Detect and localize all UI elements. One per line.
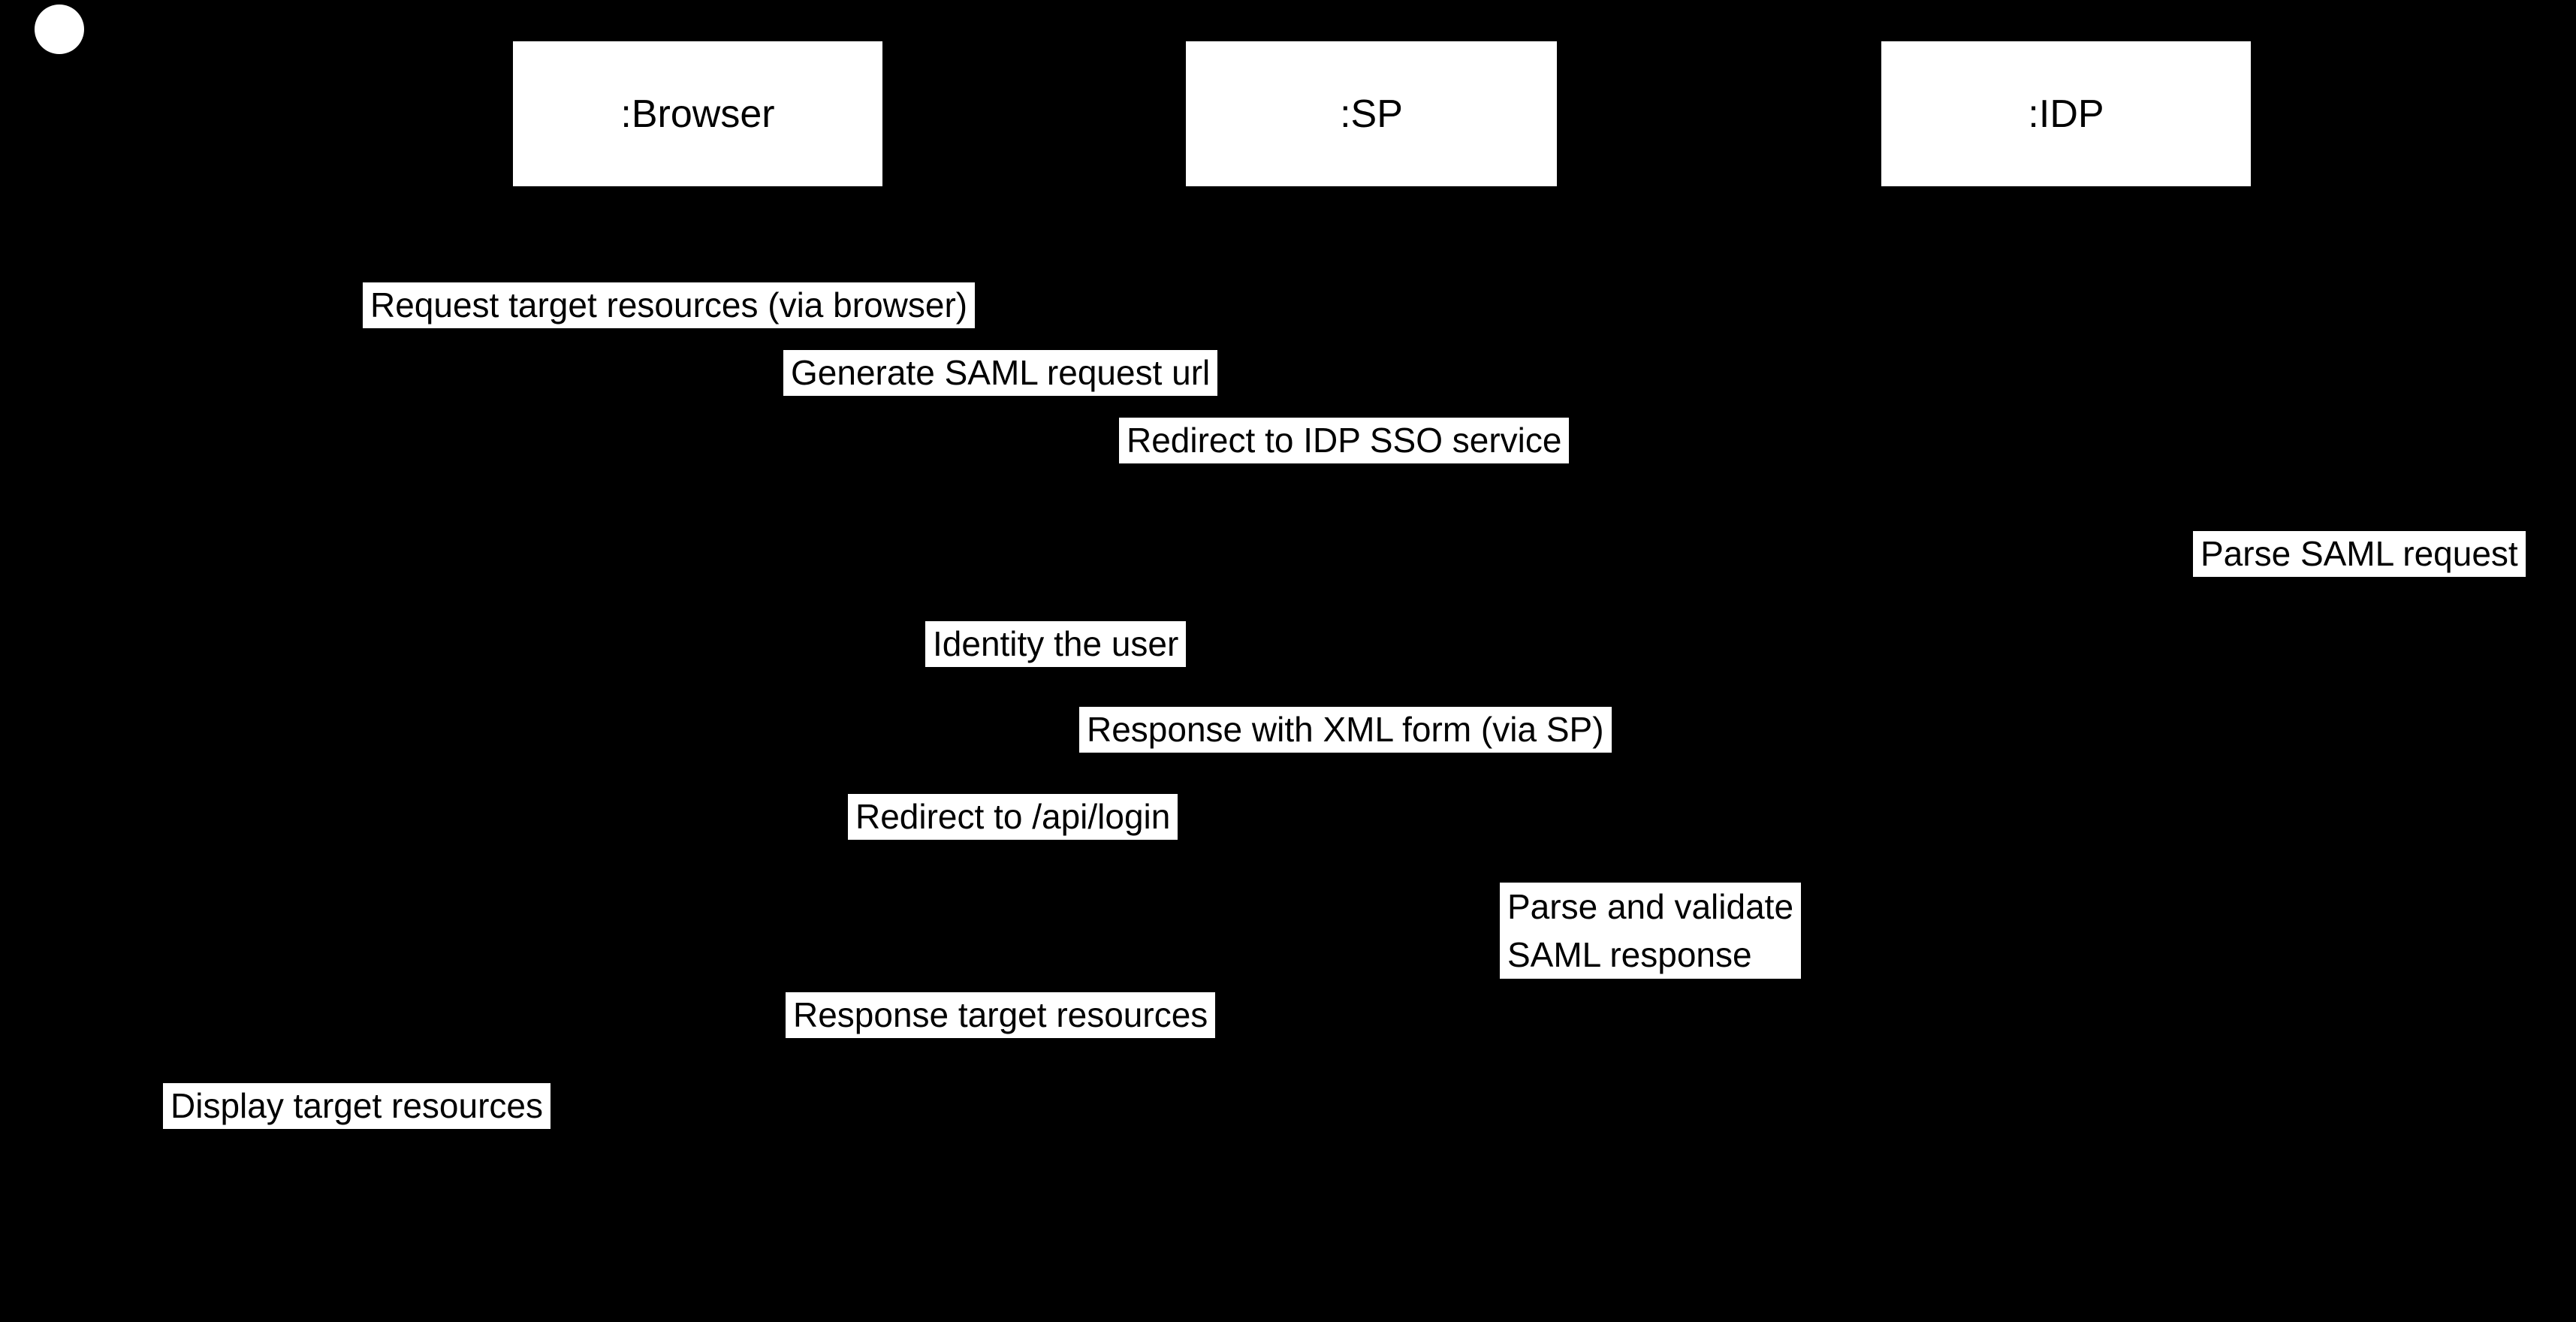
lifeline-sp-label: :SP bbox=[1340, 92, 1403, 136]
message-identity-the-user: Identity the user bbox=[925, 621, 1187, 667]
lifeline-idp-label: :IDP bbox=[2028, 92, 2104, 136]
message-parse-saml-request: Parse SAML request bbox=[2193, 531, 2526, 577]
lifeline-sp: :SP bbox=[1186, 41, 1557, 186]
message-response-with-xml-form: Response with XML form (via SP) bbox=[1079, 707, 1612, 753]
message-display-target-resources: Display target resources bbox=[163, 1083, 550, 1129]
lifeline-browser-label: :Browser bbox=[620, 92, 775, 136]
message-redirect-to-api-login: Redirect to /api/login bbox=[848, 794, 1178, 840]
message-request-target-resources: Request target resources (via browser) bbox=[363, 282, 976, 328]
lifeline-idp: :IDP bbox=[1881, 41, 2251, 186]
message-response-target-resources: Response target resources bbox=[786, 992, 1216, 1038]
message-parse-and-validate-saml-response: Parse and validate SAML response bbox=[1500, 883, 1802, 979]
lifeline-browser: :Browser bbox=[513, 41, 882, 186]
message-generate-saml-request-url: Generate SAML request url bbox=[783, 350, 1218, 396]
message-redirect-to-idp-sso-service: Redirect to IDP SSO service bbox=[1119, 418, 1570, 463]
start-node-icon bbox=[35, 5, 84, 54]
